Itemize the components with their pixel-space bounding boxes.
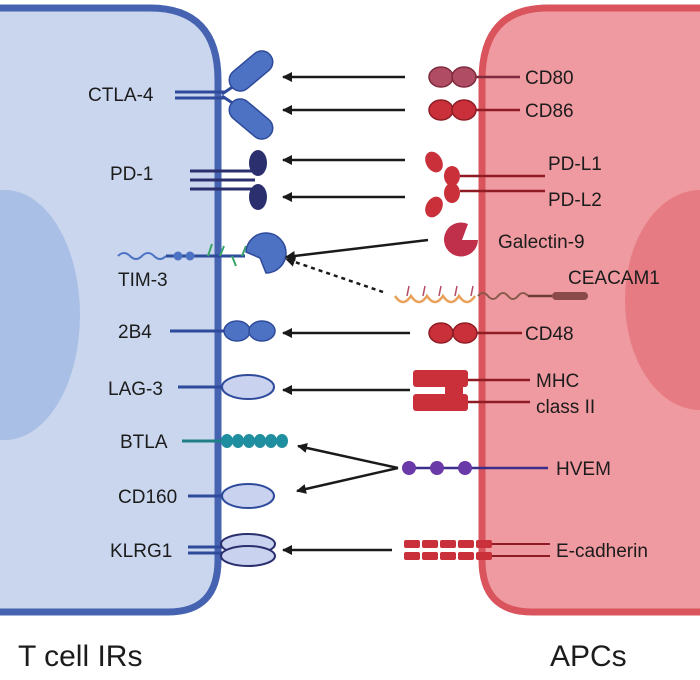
label-ceacam1: CEACAM1 — [568, 268, 660, 289]
label-lag3: LAG-3 — [108, 379, 163, 400]
label-cd80: CD80 — [525, 68, 574, 89]
label-hvem: HVEM — [556, 459, 611, 480]
ctla4-receptor — [175, 50, 274, 140]
label-pdl2: PD-L2 — [548, 190, 602, 211]
label-mhc-line2: class II — [536, 397, 595, 418]
pd1-receptor — [190, 150, 267, 210]
label-cd48: CD48 — [525, 324, 574, 345]
apc-cell-nucleus — [625, 190, 700, 410]
arrow-hvem-cd160 — [296, 466, 399, 494]
apc-cell — [478, 4, 700, 616]
label-pd1: PD-1 — [110, 164, 153, 185]
btla-receptor — [182, 434, 288, 448]
hvem-ligand — [402, 461, 548, 475]
label-cd86: CD86 — [525, 101, 574, 122]
label-mhc-line1: MHC — [536, 371, 579, 392]
tim3-receptor — [117, 232, 287, 274]
t-cell — [0, 4, 222, 616]
label-2b4: 2B4 — [118, 322, 152, 343]
pdl2-ligand — [425, 183, 545, 218]
label-klrg1: KLRG1 — [110, 541, 172, 562]
klrg1-receptor — [188, 533, 276, 567]
caption-tcell: T cell IRs — [18, 640, 142, 673]
label-ecadherin: E-cadherin — [556, 541, 648, 562]
label-cd160: CD160 — [118, 487, 177, 508]
arrow-ceacam1-tim3 — [285, 257, 384, 294]
label-tim3: TIM-3 — [118, 270, 168, 291]
lag3-receptor — [178, 374, 275, 400]
2b4-receptor — [170, 320, 276, 342]
label-ctla4: CTLA-4 — [88, 85, 154, 106]
cd80-ligand — [428, 66, 520, 88]
t-cell-nucleus — [0, 190, 80, 440]
label-pdl1: PD-L1 — [548, 154, 602, 175]
pdl1-ligand — [425, 151, 545, 186]
cd48-ligand — [428, 322, 522, 344]
galectin9-ligand — [444, 222, 478, 257]
label-btla: BTLA — [120, 432, 168, 453]
label-galectin9: Galectin-9 — [498, 232, 585, 253]
arrow-galectin9-tim3 — [285, 238, 429, 261]
e-cadherin-ligand — [404, 540, 550, 560]
cd86-ligand — [428, 99, 520, 121]
caption-apc: APCs — [550, 640, 627, 673]
mhc-class-ii-ligand — [413, 370, 530, 411]
arrow-hvem-btla — [297, 443, 399, 470]
ceacam1-ligand — [393, 285, 588, 304]
apc-cell-body — [478, 4, 700, 616]
cd160-receptor — [188, 483, 275, 509]
t-cell-body — [0, 4, 222, 616]
